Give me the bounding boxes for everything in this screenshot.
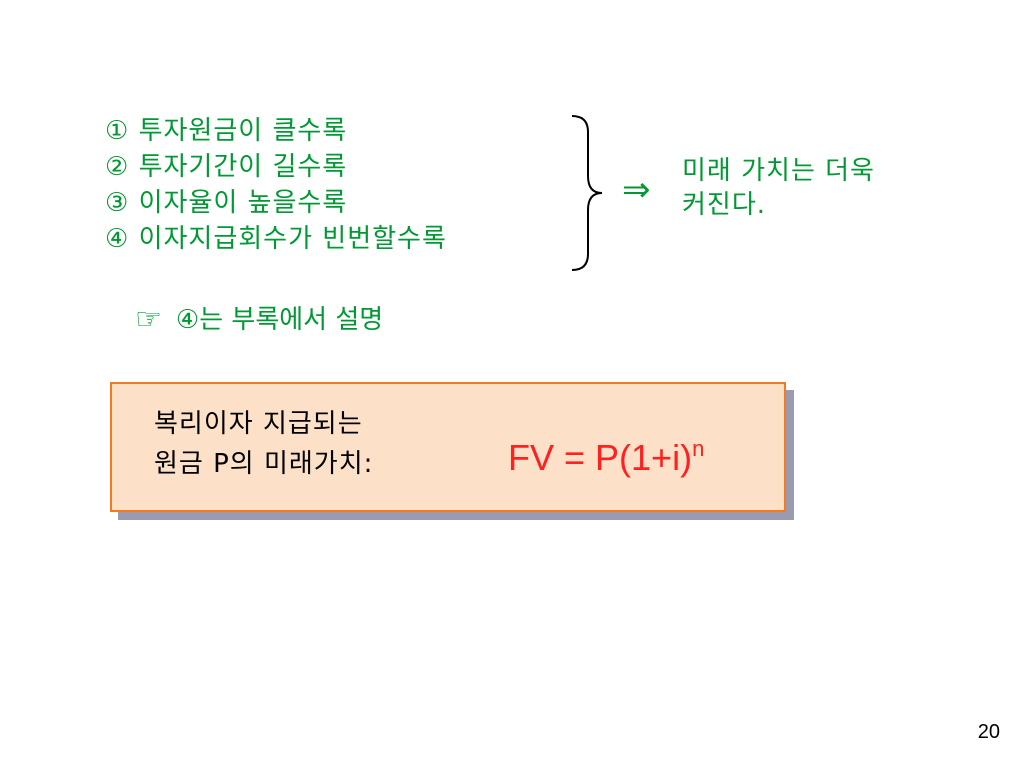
conditions-list: ① 투자원금이 클수록 ② 투자기간이 길수록 ③ 이자율이 높을수록 ④ 이자… [105,113,447,257]
formula-label: 복리이자 지급되는 원금 P의 미래가치: [154,404,373,484]
condition-item: ④ 이자지급회수가 빈번할수록 [105,224,447,254]
result-line: 커진다. [682,190,767,220]
right-brace-icon [571,115,603,271]
formula-label-line: 원금 P의 미래가치: [154,449,374,479]
note-text: ④는 부록에서 설명 [175,305,384,335]
condition-item: ③ 이자율이 높을수록 [105,188,348,218]
result-text: 미래 가치는 더욱 커진다. [682,154,875,222]
formula-base: FV = P(1+i) [508,437,693,478]
condition-item: ① 투자원금이 클수록 [105,116,348,146]
formula-label-line: 복리이자 지급되는 [154,409,363,439]
future-value-formula: FV = P(1+i)n [508,436,704,480]
implies-arrow-icon: ⇒ [622,170,651,210]
appendix-note: ☞ ④는 부록에서 설명 [135,300,383,340]
formula-exponent: n [692,436,705,461]
page-number: 20 [977,721,1000,743]
formula-box: 복리이자 지급되는 원금 P의 미래가치: FV = P(1+i)n [110,382,786,512]
condition-item: ② 투자기간이 길수록 [105,152,348,182]
result-line: 미래 가치는 더욱 [682,156,875,186]
pointing-hand-icon: ☞ [135,302,162,337]
